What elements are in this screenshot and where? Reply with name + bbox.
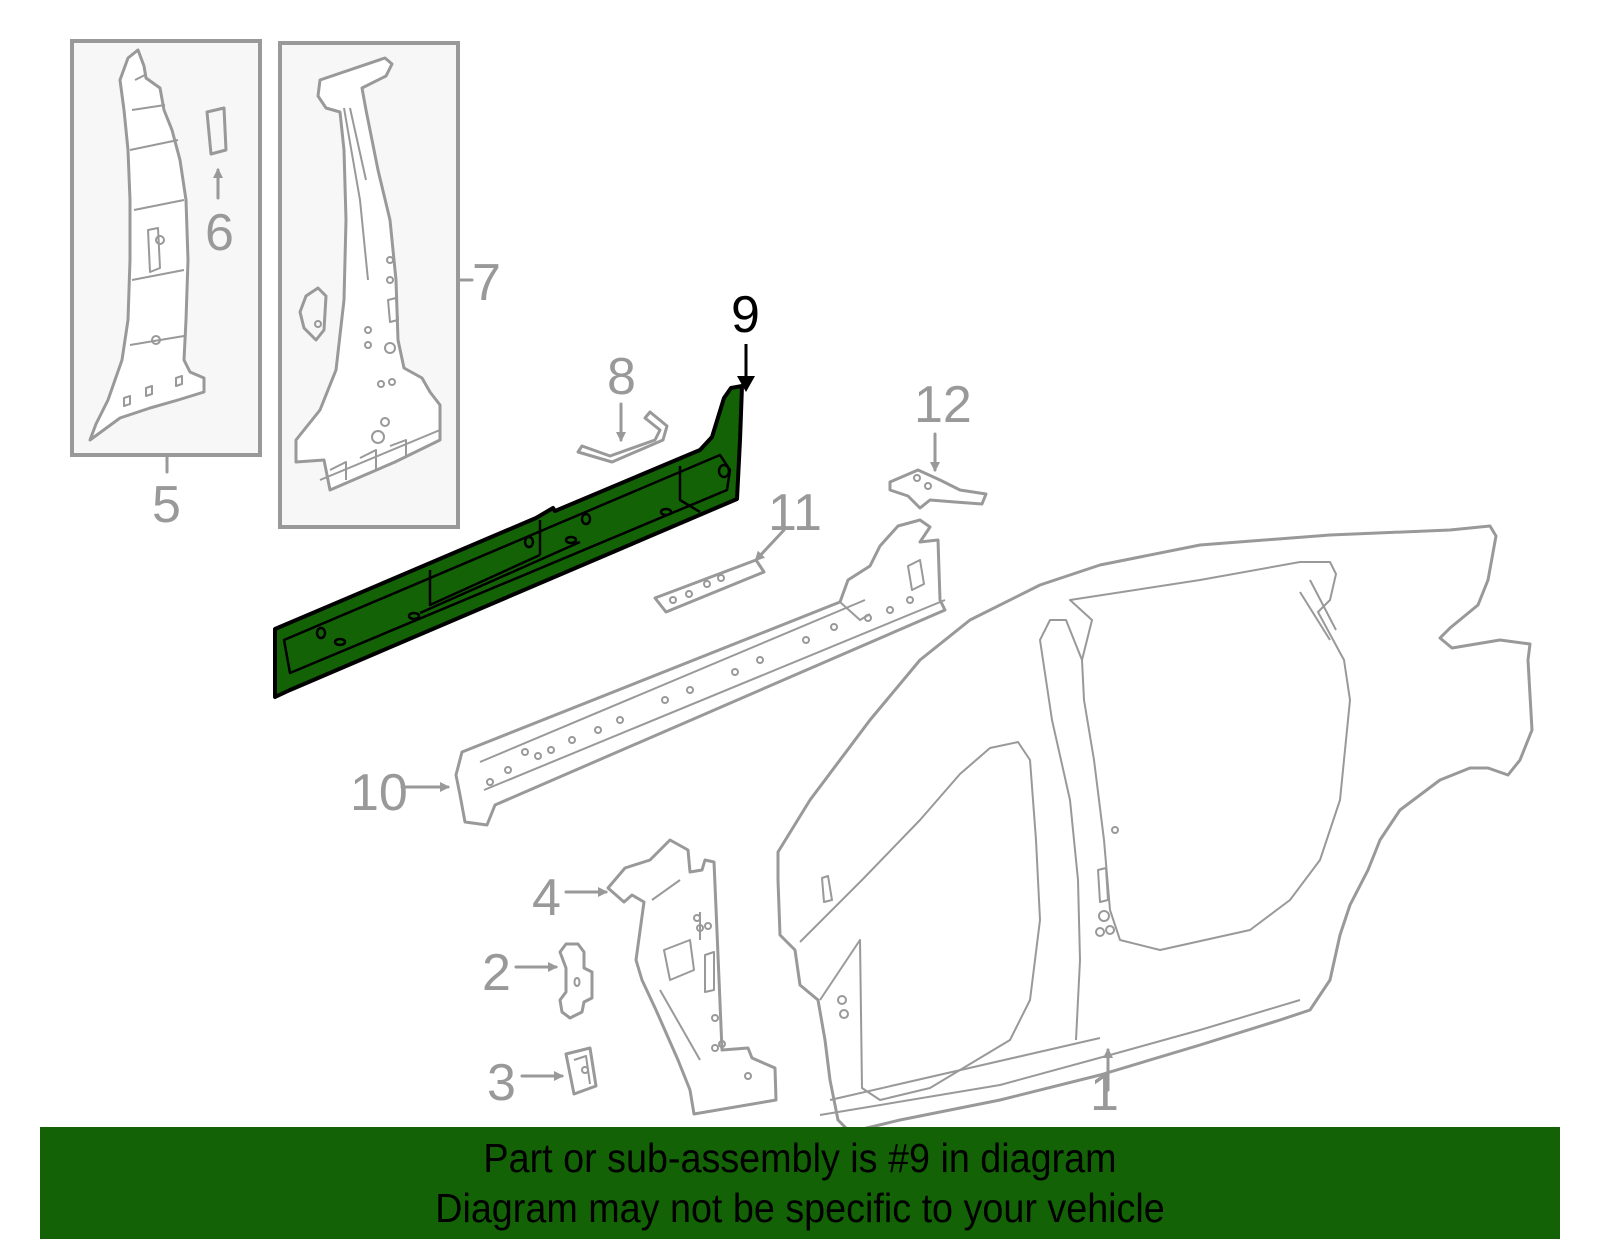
banner-line-2: Diagram may not be specific to your vehi… <box>435 1185 1165 1231</box>
info-banner: Part or sub-assembly is #9 in diagram Di… <box>40 1127 1560 1239</box>
part-5-box[interactable] <box>70 39 262 457</box>
part-7-box[interactable] <box>278 41 460 529</box>
callout-11-arrow <box>754 528 786 562</box>
part-3[interactable] <box>564 1046 598 1096</box>
part-4[interactable] <box>606 838 778 1116</box>
callout-7: 7 <box>472 254 501 312</box>
callout-11: 11 <box>768 484 822 542</box>
part-10[interactable] <box>454 518 947 827</box>
callout-8: 8 <box>607 348 636 406</box>
banner-line-1: Part or sub-assembly is #9 in diagram <box>483 1135 1117 1181</box>
callout-6: 6 <box>205 204 234 262</box>
part-2[interactable] <box>558 942 594 1020</box>
part-9-rocker-panel[interactable] <box>273 384 744 699</box>
callout-10: 10 <box>350 764 408 822</box>
part-11[interactable] <box>653 558 766 614</box>
part-8[interactable] <box>576 410 669 464</box>
callout-9-arrowhead <box>737 376 755 392</box>
part-6[interactable] <box>205 106 228 156</box>
callout-5: 5 <box>152 476 181 534</box>
callout-4: 4 <box>532 869 561 927</box>
callout-12: 12 <box>914 376 972 434</box>
part-12[interactable] <box>888 468 988 510</box>
callout-9: 9 <box>731 286 760 344</box>
callout-2: 2 <box>482 944 511 1002</box>
part-1-body-side[interactable] <box>776 524 1534 1134</box>
callout-3: 3 <box>487 1054 516 1112</box>
callout-1: 1 <box>1090 1064 1119 1122</box>
